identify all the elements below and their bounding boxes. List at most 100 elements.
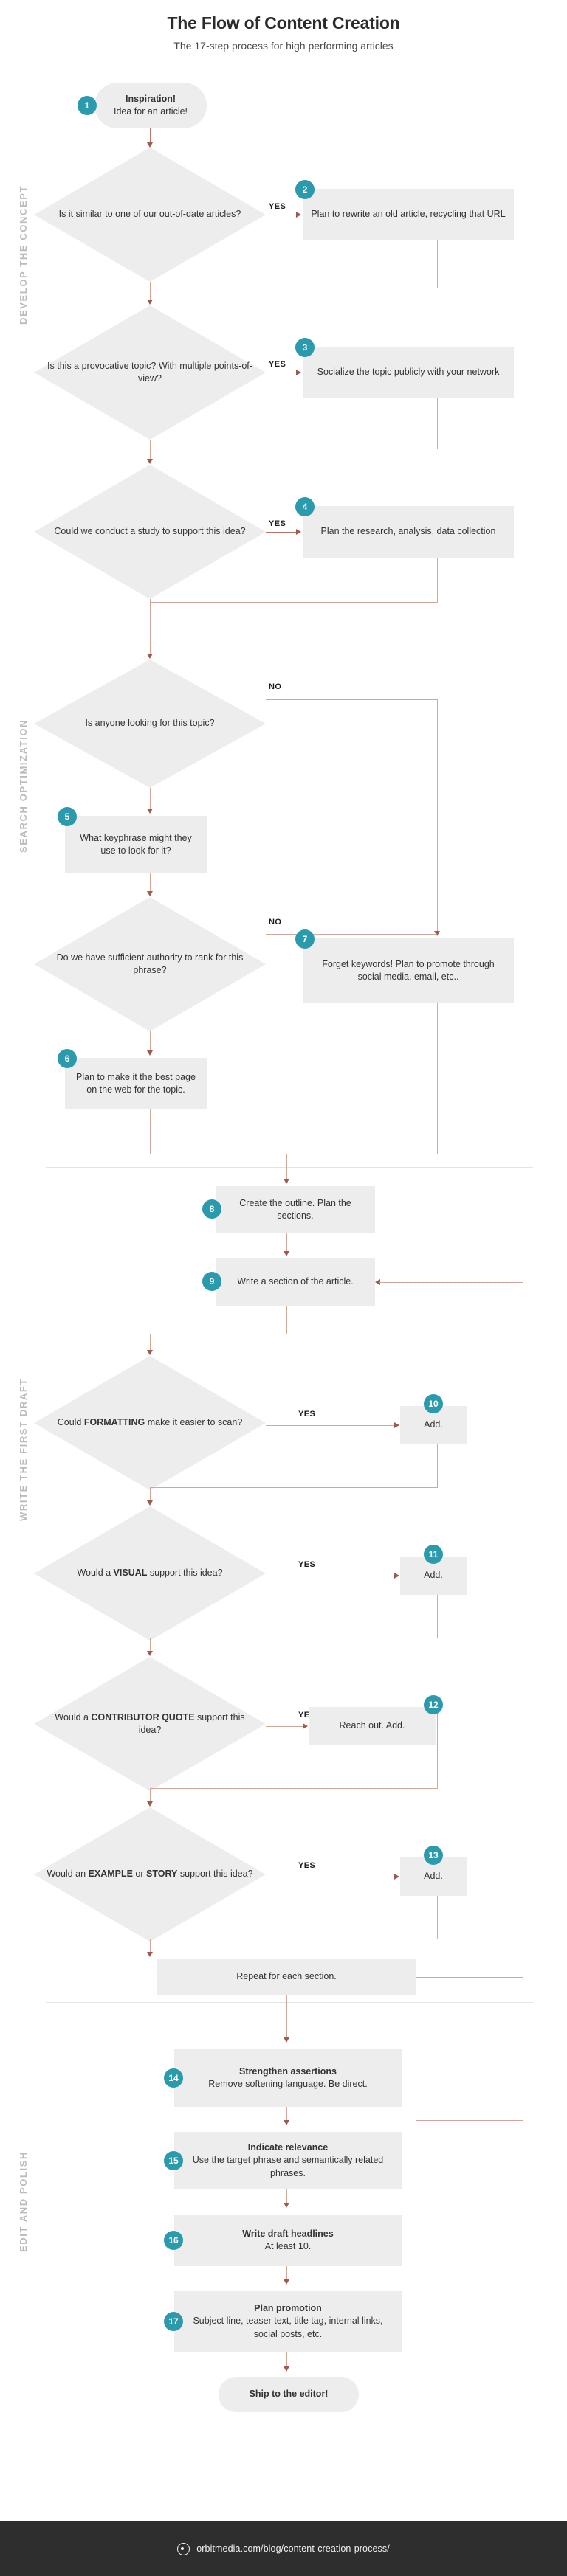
connector-d4-no-down bbox=[437, 699, 438, 934]
step-badge-10: 10 bbox=[424, 1394, 443, 1413]
connector-n14-down bbox=[286, 2107, 287, 2123]
decision-conduct-study-text: Could we conduct a study to support this… bbox=[54, 526, 246, 537]
node-ship-to-editor: Ship to the editor! bbox=[219, 2377, 359, 2412]
step-badge-1: 1 bbox=[78, 96, 97, 115]
arrow-down-n15 bbox=[284, 2120, 289, 2125]
connector-n4-merge bbox=[150, 602, 438, 603]
node-plan-promotion-title: Plan promotion bbox=[254, 2303, 322, 2314]
step-badge-16: 16 bbox=[164, 2231, 183, 2250]
arrow-down-n17 bbox=[284, 2279, 289, 2285]
decision-example-pre: Would an bbox=[47, 1869, 89, 1880]
node-add-formatting: Add. bbox=[400, 1406, 467, 1444]
decision-quote-keyword: CONTRIBUTOR QUOTE bbox=[91, 1711, 195, 1722]
connector-n4-down bbox=[437, 558, 438, 602]
arrow-down-d7 bbox=[147, 1500, 153, 1506]
step-badge-17: 17 bbox=[164, 2312, 183, 2331]
step-badge-5: 5 bbox=[58, 807, 77, 826]
arrow-right-n3 bbox=[296, 370, 301, 375]
branch-label-yes-2: YES bbox=[269, 360, 286, 369]
node-inspiration: Inspiration! Idea for an article! bbox=[94, 83, 207, 128]
step-badge-15: 15 bbox=[164, 2151, 183, 2170]
connector-n9-down2 bbox=[150, 1334, 151, 1353]
decision-conduct-study: Could we conduct a study to support this… bbox=[34, 465, 266, 599]
decision-similar-outdated: Is it similar to one of our out-of-date … bbox=[34, 148, 266, 282]
arrow-down-n14 bbox=[284, 2037, 289, 2043]
node-write-draft-headlines-body: At least 10. bbox=[264, 2241, 312, 2251]
decision-contributor-quote: Would a CONTRIBUTOR QUOTE support this i… bbox=[34, 1657, 266, 1791]
arrow-right-n4 bbox=[296, 529, 301, 535]
step-badge-2: 2 bbox=[295, 180, 315, 199]
decision-visual: Would a VISUAL support this idea? bbox=[34, 1506, 266, 1641]
step-badge-7: 7 bbox=[295, 929, 315, 949]
connector-n3-down bbox=[437, 398, 438, 449]
connector-d7-no bbox=[150, 1638, 151, 1654]
decision-visual-post: support this idea? bbox=[147, 1568, 223, 1579]
connector-d3-yes bbox=[266, 532, 298, 533]
rail-label-edit-and-polish: EDIT AND POLISH bbox=[18, 2151, 29, 2253]
step-badge-13: 13 bbox=[424, 1846, 443, 1865]
decision-visual-text: Would a VISUAL support this idea? bbox=[34, 1506, 266, 1641]
section-separator-2 bbox=[46, 1167, 533, 1168]
node-strengthen-assertions-title: Strengthen assertions bbox=[239, 2066, 337, 2077]
arrow-down-n16 bbox=[284, 2203, 289, 2208]
node-repeat-for-each-section: Repeat for each section. bbox=[157, 1959, 416, 1995]
node-best-page: Plan to make it the best page on the web… bbox=[65, 1058, 207, 1109]
connector-loopback-h bbox=[379, 1282, 523, 1283]
decision-formatting-post: make it easier to scan? bbox=[145, 1417, 243, 1428]
step-badge-6: 6 bbox=[58, 1049, 77, 1068]
node-plan-rewrite: Plan to rewrite an old article, recyclin… bbox=[303, 189, 514, 240]
branch-label-yes-7: YES bbox=[298, 1861, 316, 1870]
rail-label-write-the-first-draft: WRITE THE FIRST DRAFT bbox=[18, 1378, 29, 1521]
rail-label-search-optimization: SEARCH OPTIMIZATION bbox=[18, 719, 29, 853]
branch-label-yes-1: YES bbox=[269, 202, 286, 211]
connector-n9-down bbox=[286, 1306, 287, 1334]
arrow-down-d1 bbox=[147, 142, 153, 148]
connector-n2-down bbox=[437, 240, 438, 288]
section-separator-3 bbox=[46, 2002, 533, 2003]
node-indicate-relevance-title: Indicate relevance bbox=[247, 2142, 329, 2153]
node-inspiration-title: Inspiration! bbox=[125, 93, 176, 104]
connector-repeat-to-loopback bbox=[416, 2120, 523, 2121]
step-badge-14: 14 bbox=[164, 2068, 183, 2088]
arrow-down-n7 bbox=[434, 931, 440, 936]
node-indicate-relevance: Indicate relevance Use the target phrase… bbox=[174, 2132, 402, 2189]
node-socialize-topic: Socialize the topic publicly with your n… bbox=[303, 347, 514, 398]
connector-n16-down bbox=[286, 2266, 287, 2282]
connector-n10-down bbox=[437, 1444, 438, 1487]
decision-quote-post: support this idea? bbox=[138, 1711, 245, 1735]
node-plan-research: Plan the research, analysis, data collec… bbox=[303, 506, 514, 558]
branch-label-no-1: NO bbox=[269, 682, 282, 691]
connector-d8-yes bbox=[266, 1726, 304, 1727]
node-plan-promotion: Plan promotion Subject line, teaser text… bbox=[174, 2291, 402, 2352]
node-create-outline: Create the outline. Plan the sections. bbox=[216, 1186, 375, 1233]
footer-bar: orbitmedia.com/blog/content-creation-pro… bbox=[0, 2521, 567, 2576]
connector-d5-yes-down bbox=[150, 1031, 151, 1053]
arrow-down-repeat bbox=[147, 1952, 153, 1957]
decision-provocative-topic-text: Is this a provocative topic? With multip… bbox=[47, 360, 252, 384]
connector-d4-yes-down bbox=[150, 788, 151, 811]
connector-d6-yes bbox=[266, 1425, 396, 1426]
decision-example-story-text: Would an EXAMPLE or STORY support this i… bbox=[34, 1807, 266, 1942]
connector-n13-down bbox=[437, 1896, 438, 1939]
arrow-down-d4 bbox=[147, 654, 153, 659]
arrow-down-end bbox=[284, 2366, 289, 2372]
arrow-down-n6 bbox=[147, 1050, 153, 1056]
connector-d9-no bbox=[150, 1939, 151, 1955]
footer-url[interactable]: orbitmedia.com/blog/content-creation-pro… bbox=[196, 2544, 390, 2554]
connector-1-to-d1 bbox=[150, 128, 151, 145]
decision-visual-keyword: VISUAL bbox=[113, 1568, 148, 1579]
node-keyphrase: What keyphrase might they use to look fo… bbox=[65, 816, 207, 873]
arrow-down-d8 bbox=[147, 1651, 153, 1656]
node-write-draft-headlines-title: Write draft headlines bbox=[242, 2228, 334, 2239]
decision-example-keyword: EXAMPLE bbox=[88, 1869, 133, 1880]
decision-contributor-quote-text: Would a CONTRIBUTOR QUOTE support this i… bbox=[34, 1657, 266, 1791]
decision-anyone-looking: Is anyone looking for this topic? bbox=[34, 659, 266, 788]
node-inspiration-body: Idea for an article! bbox=[113, 106, 188, 117]
connector-n7-down bbox=[437, 1003, 438, 1154]
connector-n17-down bbox=[286, 2352, 287, 2369]
arrow-down-d2 bbox=[147, 300, 153, 305]
connector-n12-merge bbox=[150, 1788, 438, 1789]
decision-formatting: Could FORMATTING make it easier to scan? bbox=[34, 1356, 266, 1490]
branch-label-yes-3: YES bbox=[269, 519, 286, 528]
